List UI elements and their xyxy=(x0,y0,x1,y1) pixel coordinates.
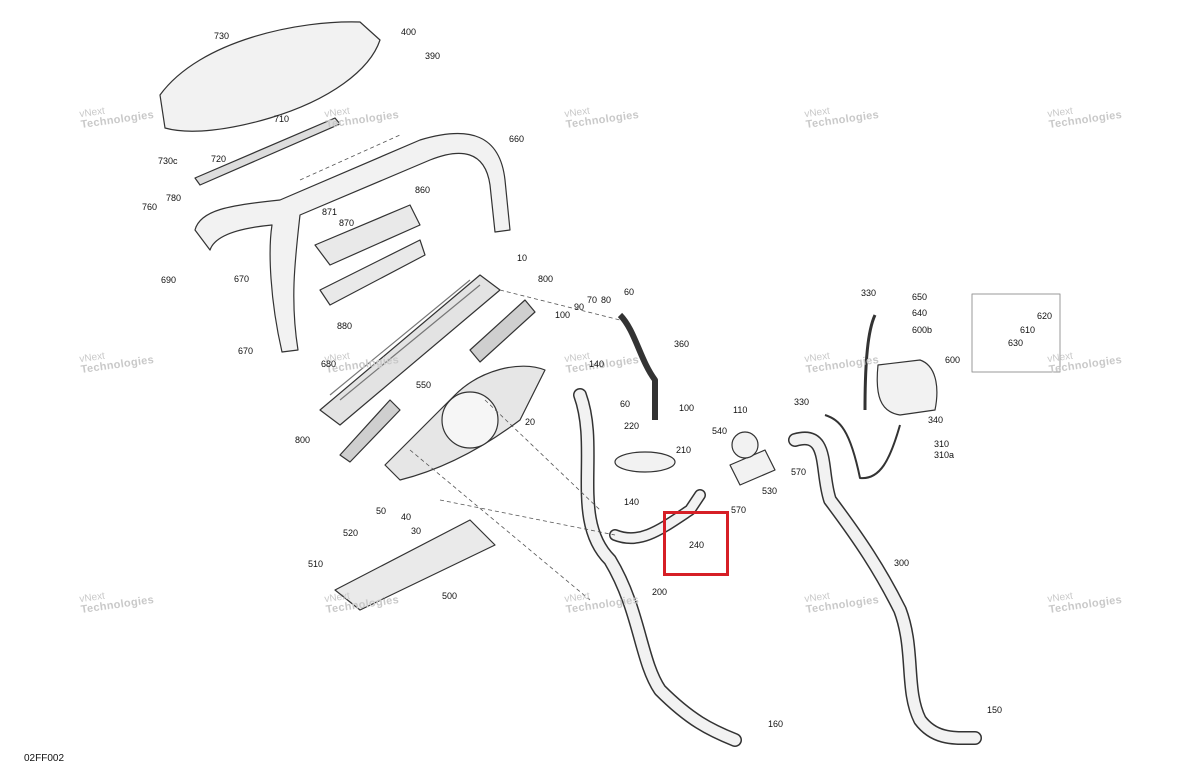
callout-720[interactable]: 720 xyxy=(211,154,227,164)
callout-800b[interactable]: 800 xyxy=(295,435,311,445)
callout-570[interactable]: 570 xyxy=(791,467,807,477)
callout-670b[interactable]: 670 xyxy=(238,346,254,356)
bracket-bar-part xyxy=(194,117,341,186)
callout-400[interactable]: 400 xyxy=(401,27,417,37)
callout-800[interactable]: 800 xyxy=(538,274,554,284)
coolant-tank-part xyxy=(876,359,938,416)
callout-90[interactable]: 90 xyxy=(574,302,585,312)
callout-310a[interactable]: 310a xyxy=(934,450,955,460)
callout-10[interactable]: 10 xyxy=(517,253,528,263)
callout-80[interactable]: 80 xyxy=(601,295,612,305)
callout-100[interactable]: 100 xyxy=(555,310,571,320)
callout-330[interactable]: 330 xyxy=(861,288,877,298)
callout-360[interactable]: 360 xyxy=(674,339,690,349)
callout-150[interactable]: 150 xyxy=(987,705,1003,715)
callout-730[interactable]: 730 xyxy=(214,31,230,41)
callout-550[interactable]: 550 xyxy=(416,380,432,390)
callout-520[interactable]: 520 xyxy=(343,528,359,538)
callout-730c[interactable]: 730c xyxy=(158,156,178,166)
support-frame-part xyxy=(194,132,511,353)
callout-760[interactable]: 760 xyxy=(142,202,158,212)
pipe-360-part xyxy=(617,312,658,420)
callout-300[interactable]: 300 xyxy=(894,558,910,568)
callout-210[interactable]: 210 xyxy=(676,445,692,455)
callout-680[interactable]: 680 xyxy=(321,359,337,369)
callout-540[interactable]: 540 xyxy=(712,426,728,436)
callout-60[interactable]: 60 xyxy=(624,287,635,297)
callout-500[interactable]: 500 xyxy=(442,591,458,601)
lower-bracket-part xyxy=(334,519,496,611)
callout-871[interactable]: 871 xyxy=(322,207,338,217)
callout-60b[interactable]: 60 xyxy=(620,399,631,409)
callout-140[interactable]: 140 xyxy=(589,359,605,369)
callout-610[interactable]: 610 xyxy=(1020,325,1036,335)
callout-860[interactable]: 860 xyxy=(415,185,431,195)
callout-160[interactable]: 160 xyxy=(768,719,784,729)
callout-710[interactable]: 710 xyxy=(274,114,290,124)
callout-50[interactable]: 50 xyxy=(376,506,387,516)
tank-vent-tube xyxy=(863,314,877,411)
callout-240[interactable]: 240 xyxy=(689,540,705,550)
callout-30[interactable]: 30 xyxy=(411,526,422,536)
callout-40[interactable]: 40 xyxy=(401,512,412,522)
callout-670[interactable]: 670 xyxy=(234,274,250,284)
fan-bracket-part xyxy=(314,204,421,266)
tank-line-part xyxy=(824,414,901,480)
callout-390[interactable]: 390 xyxy=(425,51,441,61)
fan-bracket-lower xyxy=(319,239,426,306)
callout-650[interactable]: 650 xyxy=(912,292,928,302)
callout-530[interactable]: 530 xyxy=(762,486,778,496)
callout-600b[interactable]: 600b xyxy=(912,325,933,335)
deflector-part xyxy=(614,451,676,473)
callout-880[interactable]: 880 xyxy=(337,321,353,331)
callout-220[interactable]: 220 xyxy=(624,421,640,431)
callout-640[interactable]: 640 xyxy=(912,308,928,318)
callout-100b[interactable]: 100 xyxy=(679,403,695,413)
callout-620[interactable]: 620 xyxy=(1037,311,1053,321)
callout-630[interactable]: 630 xyxy=(1008,338,1024,348)
highlight-box xyxy=(663,511,729,576)
callout-20[interactable]: 20 xyxy=(525,417,536,427)
foam-pad-part-2 xyxy=(339,399,401,463)
shroud-cover-part xyxy=(159,21,381,132)
callout-780[interactable]: 780 xyxy=(166,193,182,203)
callout-340[interactable]: 340 xyxy=(928,415,944,425)
callout-660[interactable]: 660 xyxy=(509,134,525,144)
callout-200[interactable]: 200 xyxy=(652,587,668,597)
callout-570b[interactable]: 570 xyxy=(731,505,747,515)
foam-pad-part xyxy=(469,299,536,363)
callout-690[interactable]: 690 xyxy=(161,275,177,285)
callout-600[interactable]: 600 xyxy=(945,355,961,365)
callout-70[interactable]: 70 xyxy=(587,295,598,305)
diagram-code: 02FF002 xyxy=(24,753,65,764)
callout-870[interactable]: 870 xyxy=(339,218,355,228)
clamp-detail-box xyxy=(971,293,1061,373)
callout-330b[interactable]: 330 xyxy=(794,397,810,407)
callout-140b[interactable]: 140 xyxy=(624,497,640,507)
radiator-cap-part xyxy=(731,431,759,459)
callout-510[interactable]: 510 xyxy=(308,559,324,569)
callout-110[interactable]: 110 xyxy=(733,405,748,415)
callout-310[interactable]: 310 xyxy=(934,439,950,449)
